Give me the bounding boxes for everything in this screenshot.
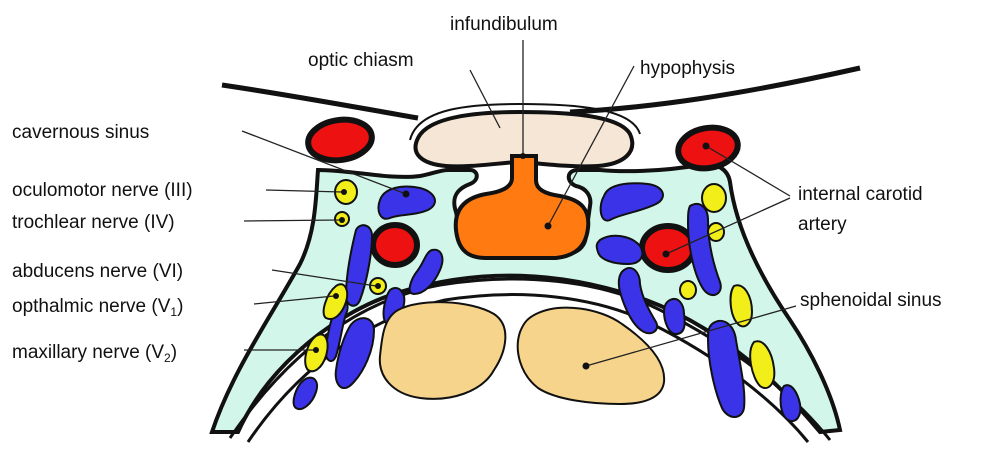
dot-cavernous-sinus xyxy=(403,191,410,198)
dot-opthalmic xyxy=(333,293,339,299)
oculomotor-nerve-right xyxy=(702,184,726,212)
label-abducens-nerve: abducens nerve (VI) xyxy=(12,261,183,282)
label-internal-carotid-line2: artery xyxy=(798,214,847,235)
sphenoid-sinus-left xyxy=(380,302,506,399)
carotid-right xyxy=(642,226,694,270)
dot-infundibulum xyxy=(520,153,526,159)
carotid-top-left xyxy=(306,116,375,165)
dot-maxillary xyxy=(313,347,319,353)
dot-carotid-mid xyxy=(663,251,670,258)
label-maxillary-nerve: maxillary nerve (V2) xyxy=(12,342,177,365)
dot-trochlear xyxy=(339,217,345,223)
dot-abducens xyxy=(375,283,381,289)
dot-hypophysis xyxy=(545,223,552,230)
label-infundibulum: infundibulum xyxy=(450,14,558,35)
carotid-left xyxy=(373,225,417,265)
label-opthalmic-close: ) xyxy=(177,296,183,317)
label-cavernous-sinus: cavernous sinus xyxy=(12,122,149,143)
vein-right-5 xyxy=(664,299,685,334)
dot-oculomotor xyxy=(341,189,347,195)
label-oculomotor-nerve: oculomotor nerve (III) xyxy=(12,180,193,201)
dura-curve-left xyxy=(222,85,418,118)
abducens-nerve-right xyxy=(680,281,696,299)
label-maxillary-close: ) xyxy=(171,342,177,363)
label-opthalmic-main: opthalmic nerve (V xyxy=(12,296,171,317)
label-maxillary-main: maxillary nerve (V xyxy=(12,342,164,363)
label-trochlear-nerve: trochlear nerve (IV) xyxy=(12,212,175,233)
dot-sphenoidal xyxy=(583,363,590,370)
label-hypophysis: hypophysis xyxy=(640,58,735,79)
label-optic-chiasm: optic chiasm xyxy=(308,50,414,71)
label-internal-carotid-line1: internal carotid xyxy=(798,184,923,205)
label-opthalmic-nerve: opthalmic nerve (V1) xyxy=(12,296,183,319)
label-sphenoidal-sinus: sphenoidal sinus xyxy=(800,290,942,311)
dot-carotid-top xyxy=(703,143,710,150)
